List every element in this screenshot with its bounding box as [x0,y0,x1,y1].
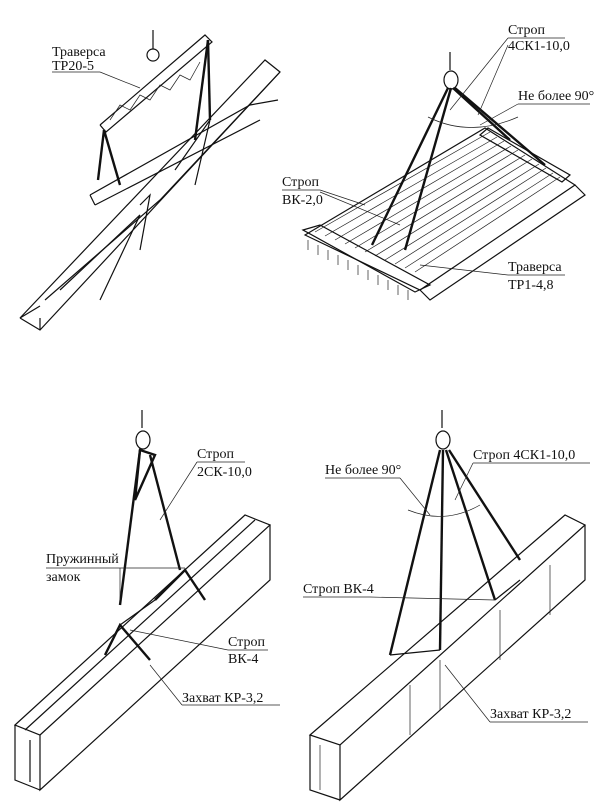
bottom-left-diagram: Строп 2СК-10,0 Пружинный замок Строп ВК-… [13,410,280,792]
leader-line [149,664,183,706]
traverse-code: ТР1-4,8 [508,278,554,293]
sling-label: Строп [197,447,234,462]
top-right-diagram: Строп 4СК1-10,0 Не более 90° Строп ВК-2,… [282,23,594,301]
leader-line [319,191,401,226]
sling2-code: ВК-4 [228,652,258,667]
traverse-label: Траверса [508,260,562,275]
slings [96,39,212,186]
grip-label: Захват КР-3,2 [490,707,571,722]
leader-line [369,596,496,601]
sling-code: 4СК1-10,0 [508,39,570,54]
angle-note: Не более 90° [518,89,594,104]
hook [146,30,160,62]
top-left-diagram: Траверса ТР20-5 [19,30,281,331]
sling-label: Строп 4СК1-10,0 [473,448,575,463]
traverse-beam [99,34,213,133]
sling2-label: Строп ВК-4 [303,582,374,597]
lock-label-2: замок [46,570,81,585]
leader-line [479,103,519,126]
grip-label: Захват КР-3,2 [182,691,263,706]
sling-code: 2СК-10,0 [197,465,252,480]
hook [443,52,459,90]
traverse-code: ТР20-5 [52,59,94,74]
slings [388,449,522,656]
leader-line [419,264,509,276]
bottom-right-diagram: Не более 90° Строп 4СК1-10,0 Строп ВК-4 … [303,410,590,802]
leader-line [477,44,509,116]
sling2-code: ВК-2,0 [282,193,323,208]
leader-line [449,37,509,111]
sling2-label: Строп [228,635,265,650]
hook [135,410,151,450]
leader-line [99,71,141,89]
hook [435,410,451,450]
slings [370,87,546,251]
beam-frame [19,59,281,331]
leader-line [399,477,431,516]
leader-line [319,189,366,206]
i-beam [308,514,587,802]
leader-line [444,664,491,723]
leader-line [454,462,474,501]
traverse-beam [301,127,572,300]
lock-label-1: Пружинный [46,552,119,567]
leader-line [159,461,198,521]
leader-line [129,629,229,651]
sling2-label: Строп [282,175,319,190]
sling-label: Строп [508,23,545,38]
traverse-label: Траверса [52,45,106,60]
angle-note: Не более 90° [325,463,401,478]
